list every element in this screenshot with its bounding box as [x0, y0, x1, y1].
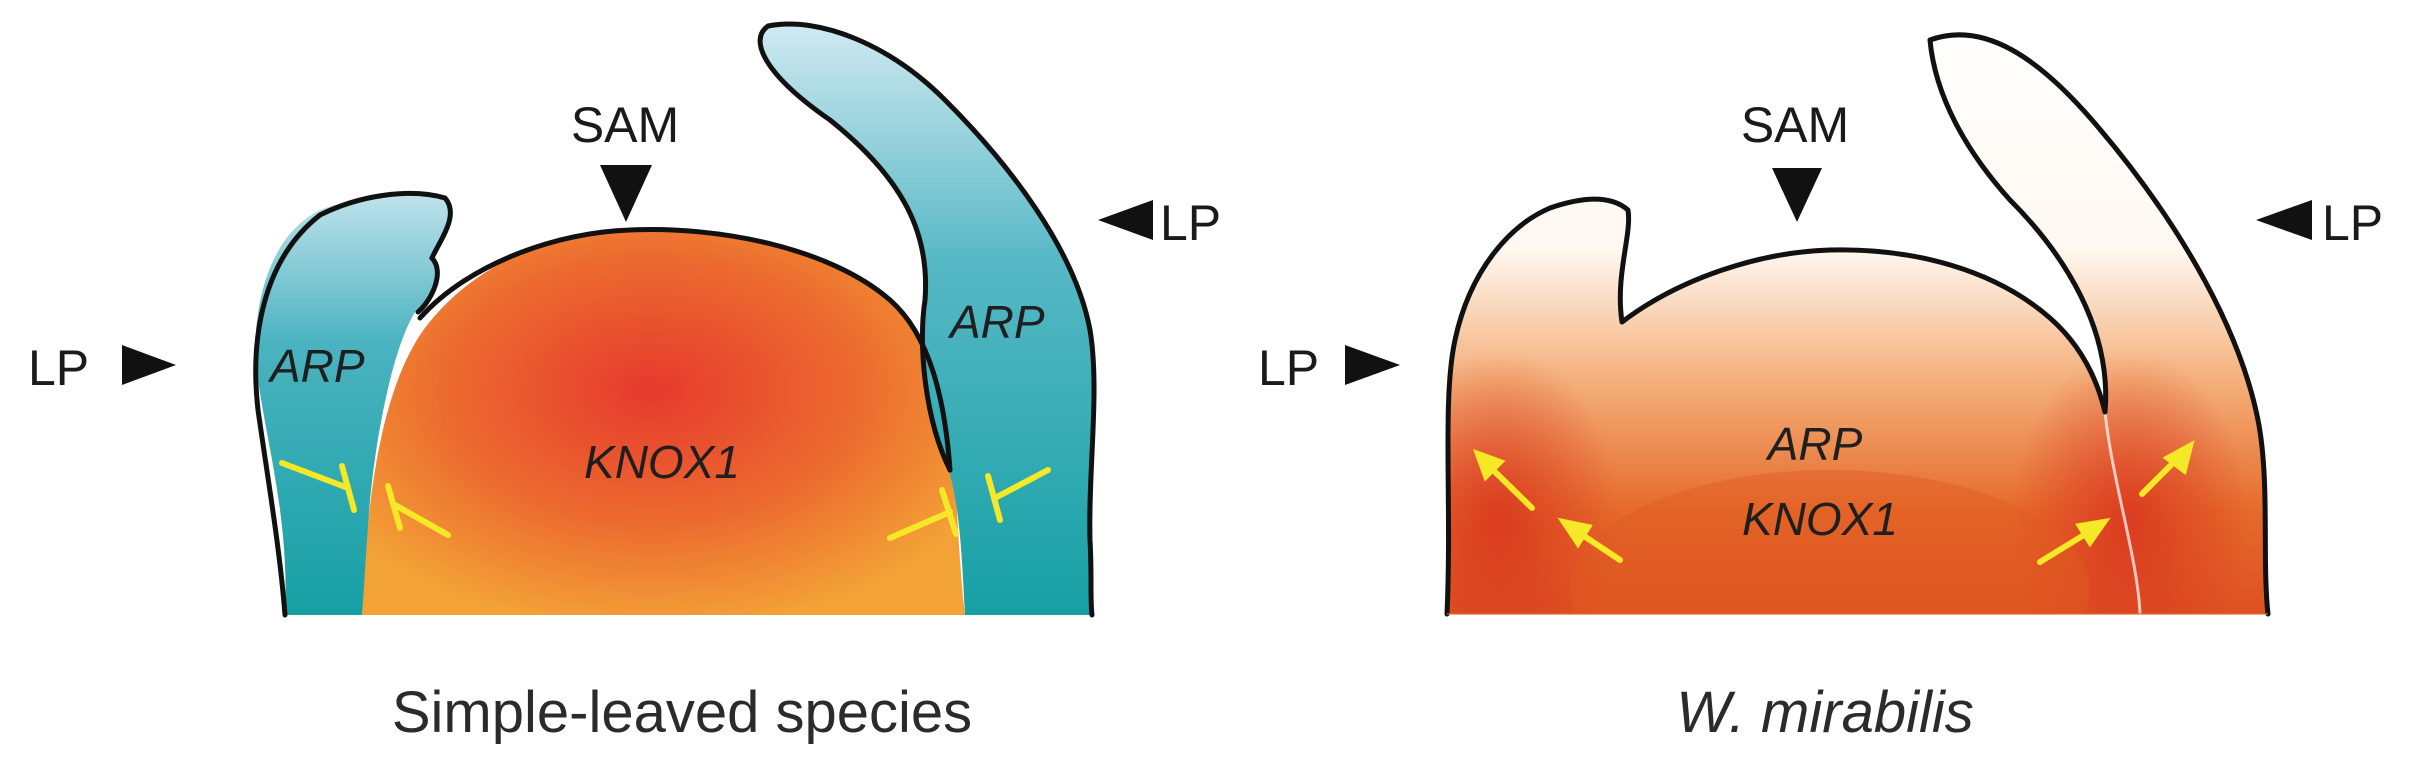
- knox1-label-wm: KNOX1: [1742, 493, 1898, 545]
- lp-label-right-b: LP: [2322, 195, 2383, 251]
- outline-wm: [1444, 32, 2271, 617]
- lp-arrow-right-b: [2256, 200, 2312, 240]
- inhibition-arrows-left: [279, 460, 1051, 541]
- lp-arrow-left-b: [1098, 200, 1153, 240]
- sam-arrow-right: [1772, 168, 1822, 222]
- arp-domain-left: [255, 194, 449, 615]
- outline-left: [253, 191, 453, 618]
- promotion-arrows-right: [1472, 440, 2195, 565]
- sam-arrow-left: [600, 165, 652, 222]
- arp-label-wm: ARP: [1765, 418, 1863, 470]
- knox1-domain: [362, 227, 965, 615]
- caption-right: W. mirabilis: [1676, 680, 1974, 745]
- lp-label-right-a: LP: [1258, 340, 1319, 396]
- sam-label-right: SAM: [1741, 97, 1849, 153]
- lp-label-left-b: LP: [1160, 195, 1221, 251]
- caption-left: Simple-leaved species: [392, 680, 972, 745]
- knox1-label-left: KNOX1: [584, 436, 740, 488]
- arp-label-right: ARP: [947, 296, 1045, 348]
- outline-dome: [417, 227, 953, 473]
- lp-arrow-left-a: [122, 345, 176, 385]
- w-mirabilis-panel: SAM LP LP ARP KNOX1 W. mirabilis: [1258, 32, 2383, 745]
- primordium-boundary: [2103, 411, 2142, 615]
- simple-leaved-panel: SAM LP LP ARP ARP KNOX1 Simple-leaved sp…: [28, 21, 1221, 745]
- arp-label-left: ARP: [267, 340, 365, 392]
- arp-domain-right: [760, 25, 1095, 616]
- outline-right-primordium: [757, 21, 1097, 618]
- lp-label-left-a: LP: [28, 340, 89, 396]
- sam-label-left: SAM: [571, 97, 679, 153]
- lp-arrow-right-a: [1345, 345, 1400, 385]
